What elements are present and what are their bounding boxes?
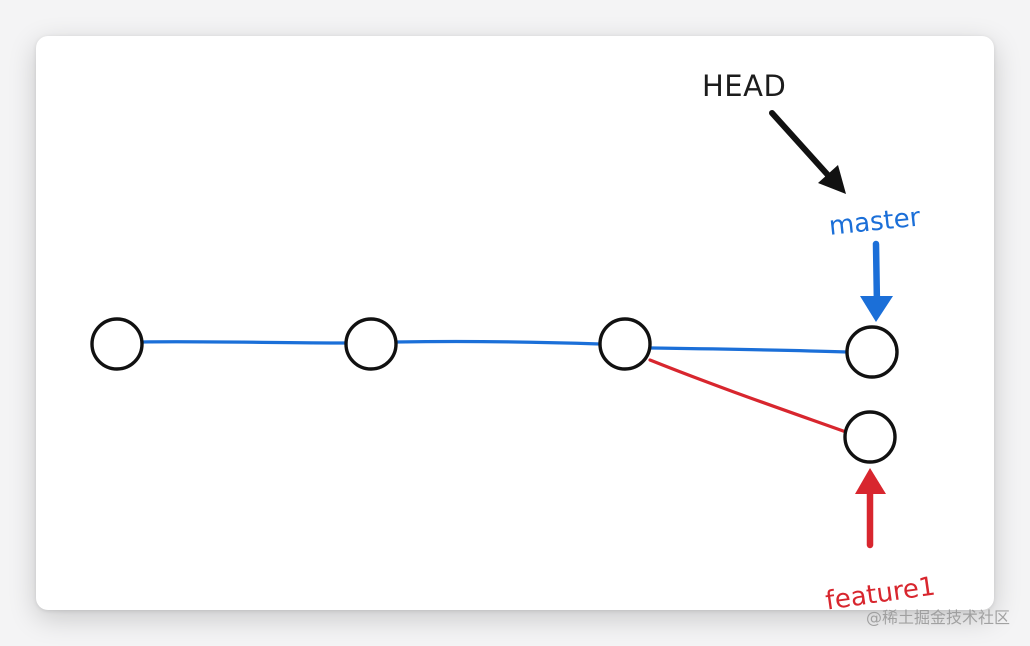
commit-node-1 [90, 317, 144, 371]
edge-commit2-commit3 [394, 340, 602, 346]
head-label: HEAD [702, 69, 786, 103]
diagram-card [36, 36, 994, 610]
commit-node-master [845, 325, 899, 379]
edge-commit3-feature1 [648, 358, 848, 434]
commit-node-feature1 [843, 410, 897, 464]
master-arrow-icon [860, 240, 893, 322]
edge-commit1-commit2 [140, 340, 348, 345]
watermark-text: @稀土掘金技术社区 [865, 608, 1010, 627]
commit-node-3 [598, 317, 652, 371]
master-label: master [827, 202, 922, 241]
feature1-arrow-icon [855, 468, 886, 549]
commit-node-2 [344, 317, 398, 371]
head-arrow-icon [769, 110, 846, 194]
edge-commit3-master [649, 346, 849, 354]
